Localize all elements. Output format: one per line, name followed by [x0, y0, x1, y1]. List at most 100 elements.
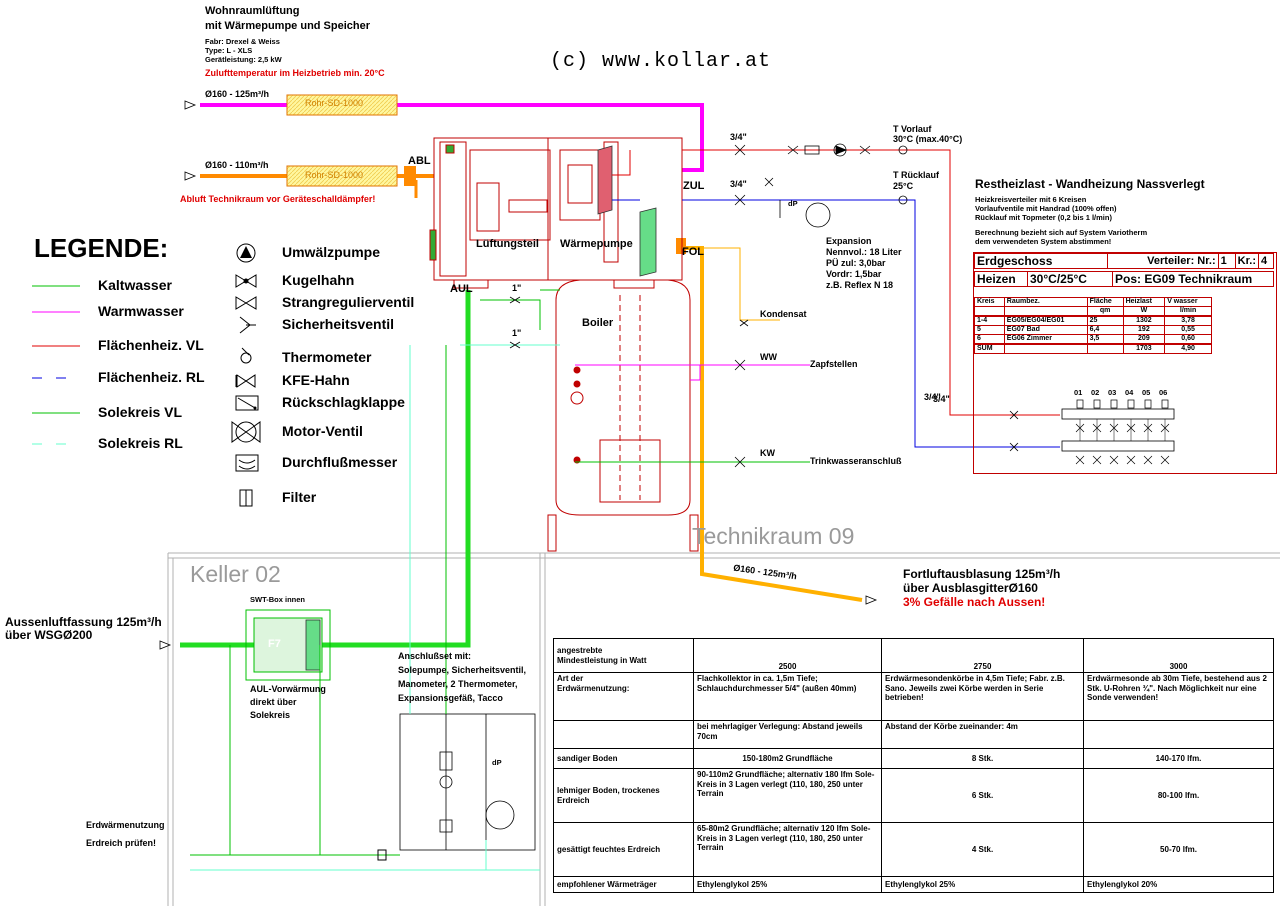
cell-traeger-label: empfohlener Wärmeträger — [553, 876, 694, 893]
erdreich-label: Erdreich prüfen! — [86, 838, 157, 848]
panel-cell: SUM — [974, 344, 1005, 354]
cell-traeger-1: Ethylenglykol 25% — [693, 876, 882, 893]
aussen-label-1: Aussenluftfassung 125m³/h — [5, 615, 162, 629]
legend-line-label: Flächenheiz. RL — [98, 369, 205, 385]
panel-cell: 3,5 — [1086, 334, 1124, 344]
legend-line-label: Solekreis VL — [98, 404, 183, 420]
fort-label-3: 3% Gefälle nach Aussen! — [903, 595, 1046, 609]
panel-cell: 209 — [1122, 334, 1166, 344]
pipe-size-2: 3/4" — [730, 179, 747, 189]
vent-title-2: mit Wärmepumpe und Speicher — [205, 20, 371, 32]
aul-preheat-1: AUL-Vorwärmung — [250, 684, 326, 694]
exhaust-air-duct — [184, 165, 434, 198]
expansion-volume: Nennvol.: 18 Liter — [826, 247, 902, 257]
panel-title: Restheizlast - Wandheizung Nassverlegt — [975, 177, 1205, 191]
filter-icon — [239, 489, 253, 507]
anschluss-3: Manometer, 2 Thermometer, — [398, 679, 518, 689]
dp-label: dP — [788, 199, 798, 208]
brine-lines — [190, 345, 540, 871]
pipe-size-4: 1" — [512, 283, 522, 293]
silencer-1-label: Rohr-SD-1000 — [305, 98, 364, 108]
heat-exchanger-waermepumpe — [639, 207, 657, 277]
cell-sand-label: sandiger Boden — [553, 748, 694, 769]
silencer-2-label: Rohr-SD-1000 — [305, 170, 364, 180]
legend-symbol-label: Rückschlagklappe — [282, 394, 405, 410]
panel-cell: EG06 Zimmer — [1003, 334, 1088, 344]
legend-line-samples — [32, 285, 80, 445]
panel-vsize: 3/4" — [933, 394, 950, 404]
expansion-predruck: Vordr: 1,5bar — [826, 269, 882, 279]
legend-line-label: Flächenheiz. VL — [98, 337, 204, 353]
room-keller: Keller 02 — [190, 561, 281, 587]
heating-flow-lines — [460, 149, 1060, 463]
legend-line-label: Warmwasser — [98, 303, 184, 319]
aul-preheat-3: Solekreis — [250, 710, 291, 720]
legend-symbol-label: Thermometer — [282, 349, 372, 365]
swt-label: SWT-Box innen — [250, 595, 305, 604]
panel-kr: 4 — [1258, 253, 1274, 269]
cell-sand-1: 150-180m2 Grundfläche — [693, 748, 882, 769]
panel-pos: Pos: EG09 Technikraum — [1112, 271, 1274, 287]
swt-box — [245, 609, 331, 681]
pipe-size-3: 3/4" — [924, 392, 941, 402]
room-technikraum: Technikraum 09 — [692, 523, 855, 549]
panel-cell: 5 — [974, 325, 1005, 335]
panel-cell: 3,78 — [1164, 316, 1212, 326]
aul-preheat-2: direkt über — [250, 697, 297, 707]
cell-feucht-2: 4 Stk. — [881, 822, 1084, 877]
panel-cell — [1086, 344, 1124, 354]
anschluss-4: Expansionsgefäß, Tacco — [398, 693, 503, 703]
circuit-number: 05 — [1142, 388, 1151, 397]
safety-valve-icon — [239, 316, 256, 334]
filter-f7-label: F7 — [268, 638, 281, 650]
flow-meter-icon — [235, 454, 259, 472]
pipe-size-1: 3/4" — [730, 132, 747, 142]
manifold-outlet — [1109, 399, 1119, 465]
panel-mode-table: Heizen 30°C/25°C Pos: EG09 Technikraum — [974, 271, 1274, 287]
anschluss-1: Anschlußset mit: — [398, 651, 472, 661]
cell-header-3000: 3000 — [1083, 638, 1274, 673]
manifold-outlet — [1143, 399, 1153, 465]
manifold-outlet — [1075, 399, 1085, 465]
panel-verteiler: Verteiler: Nr.: — [1107, 253, 1219, 269]
table-row: gesättigt feuchtes Erdreich 65-80m2 Grun… — [553, 822, 1274, 877]
abl-label: ABL — [408, 155, 431, 167]
panel-line-1: Heizkreisverteiler mit 6 Kreisen — [975, 195, 1087, 204]
compact-unit — [429, 137, 683, 289]
exhaust-duct-label: Ø160 - 110m³/h — [205, 160, 269, 170]
pump-icon — [236, 243, 256, 263]
legend-symbol-label: Kugelhahn — [282, 272, 355, 288]
panel-cell: 25 — [1086, 316, 1124, 326]
cell-sand-2: 8 Stk. — [881, 748, 1084, 769]
aul-label: AUL — [450, 283, 473, 295]
panel-cell: 192 — [1122, 325, 1166, 335]
heating-manifold — [1009, 408, 1175, 452]
cell-feucht-label: gesättigt feuchtes Erdreich — [553, 822, 694, 877]
manifold-outlets — [1075, 399, 1170, 465]
zapfstellen-label: Zapfstellen — [810, 359, 858, 369]
legend-symbol-label: Durchflußmesser — [282, 454, 398, 470]
cell-lehm-2: 6 Stk. — [881, 768, 1084, 823]
panel-cell: EG07 Bad — [1003, 325, 1088, 335]
cell-header-2500: 2500 — [693, 638, 882, 673]
cell-sand-3: 140-170 lfm. — [1083, 748, 1274, 769]
cell-abstand-1: bei mehrlagiger Verlegung: Abstand jewei… — [693, 720, 882, 749]
cell-abstand-3 — [1083, 720, 1274, 749]
anschluss-2: Solepumpe, Sicherheitsventil, — [398, 665, 527, 675]
motor-valve-icon — [231, 421, 261, 443]
pipe-size-5: 1" — [512, 328, 522, 338]
cell-traeger-3: Ethylenglykol 20% — [1083, 876, 1274, 893]
ball-valve-icon — [235, 274, 257, 288]
panel-line-2: Vorlaufventile mit Handrad (100% offen) — [975, 204, 1117, 213]
panel-cell — [1003, 344, 1088, 354]
cell-art-3: Erdwärmesonde ab 30m Tiefe, bestehend au… — [1083, 672, 1274, 721]
circuit-number: 01 — [1074, 388, 1083, 397]
panel-line-4: Berechnung bezieht sich auf System Vario… — [975, 228, 1148, 237]
